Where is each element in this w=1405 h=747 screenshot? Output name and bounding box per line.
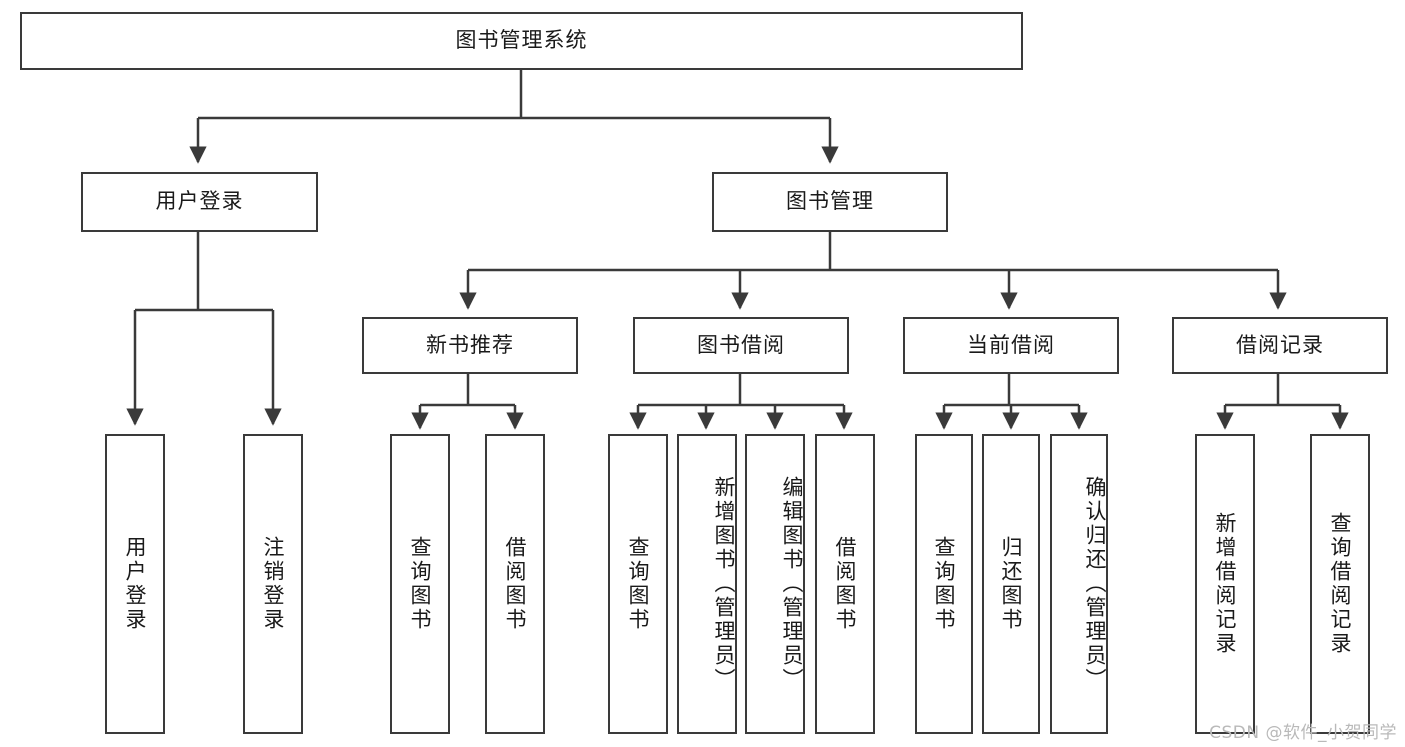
node-current-borrowing[interactable]: 当前借阅	[903, 317, 1119, 374]
node-leaf-query-borrow-record[interactable]: 查询借阅记录	[1310, 434, 1370, 734]
node-label: 查询图书	[626, 536, 651, 632]
node-leaf-query-book-current[interactable]: 查询图书	[915, 434, 973, 734]
node-leaf-query-book-borrow[interactable]: 查询图书	[608, 434, 668, 734]
node-label: 查询借阅记录	[1328, 512, 1353, 656]
node-leaf-query-book-recommend[interactable]: 查询图书	[390, 434, 450, 734]
node-leaf-logout[interactable]: 注销登录	[243, 434, 303, 734]
node-label: 图书管理系统	[455, 28, 588, 53]
node-label: 注销登录	[261, 536, 286, 632]
node-book-management[interactable]: 图书管理	[712, 172, 948, 232]
node-book-borrowing[interactable]: 图书借阅	[633, 317, 849, 374]
node-label: 当前借阅	[967, 332, 1055, 357]
node-leaf-borrow-book-recommend[interactable]: 借阅图书	[485, 434, 545, 734]
node-leaf-edit-book-admin[interactable]: 编辑图书（管理员）	[745, 434, 805, 734]
node-root-book-management-system[interactable]: 图书管理系统	[20, 12, 1023, 70]
node-leaf-add-borrow-record[interactable]: 新增借阅记录	[1195, 434, 1255, 734]
node-label: 新增图书（管理员）	[712, 476, 736, 692]
node-label: 图书借阅	[697, 332, 785, 357]
node-borrowing-record[interactable]: 借阅记录	[1172, 317, 1388, 374]
node-label: 查询图书	[932, 536, 957, 632]
node-leaf-user-login[interactable]: 用户登录	[105, 434, 165, 734]
node-label: 归还图书	[999, 536, 1024, 632]
node-label: 用户登录	[123, 536, 148, 632]
node-leaf-add-book-admin[interactable]: 新增图书（管理员）	[677, 434, 737, 734]
node-label: 借阅图书	[503, 536, 528, 632]
node-label: 借阅图书	[833, 536, 858, 632]
node-label: 编辑图书（管理员）	[780, 476, 804, 692]
node-label: 图书管理	[786, 189, 874, 214]
node-label: 查询图书	[408, 536, 433, 632]
node-label: 新书推荐	[426, 332, 514, 357]
node-leaf-borrow-book[interactable]: 借阅图书	[815, 434, 875, 734]
node-label: 借阅记录	[1236, 332, 1324, 357]
node-label: 确认归还（管理员）	[1083, 476, 1107, 692]
node-leaf-return-book[interactable]: 归还图书	[982, 434, 1040, 734]
node-label: 新增借阅记录	[1213, 512, 1238, 656]
node-label: 用户登录	[155, 189, 244, 214]
node-new-book-recommendation[interactable]: 新书推荐	[362, 317, 578, 374]
node-leaf-confirm-return-admin[interactable]: 确认归还（管理员）	[1050, 434, 1108, 734]
node-user-login[interactable]: 用户登录	[81, 172, 318, 232]
